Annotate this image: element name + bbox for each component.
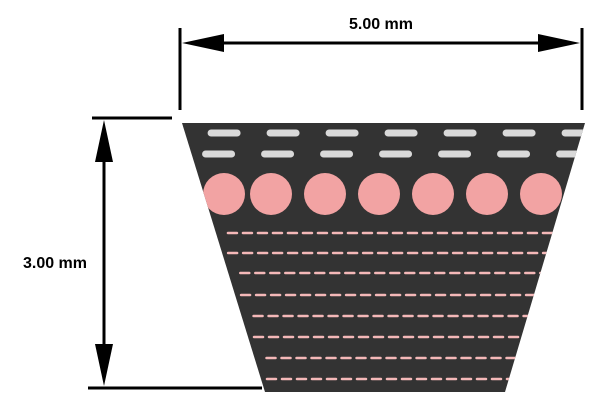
belt-body: [182, 123, 585, 392]
tension-cord: [304, 173, 346, 215]
belt-cross-section: [182, 123, 585, 392]
height-label: 3.00 mm: [23, 255, 87, 272]
height-arrow-top: [95, 120, 113, 162]
tension-cord: [250, 173, 292, 215]
tension-cord: [466, 173, 508, 215]
tension-cord: [203, 173, 245, 215]
width-label: 5.00 mm: [349, 16, 413, 33]
tension-cord: [412, 173, 454, 215]
tension-cord: [358, 173, 400, 215]
width-arrow-left: [182, 34, 224, 52]
width-dimension: 5.00 mm: [178, 16, 584, 110]
tension-cord: [520, 173, 562, 215]
tension-cords: [203, 173, 562, 215]
top-fabric-dashes: [202, 129, 585, 158]
rubber-layer-dashes: [226, 231, 554, 381]
height-dimension: 3.00 mm: [23, 116, 262, 390]
height-arrow-bottom: [95, 344, 113, 386]
width-arrow-right: [538, 34, 580, 52]
